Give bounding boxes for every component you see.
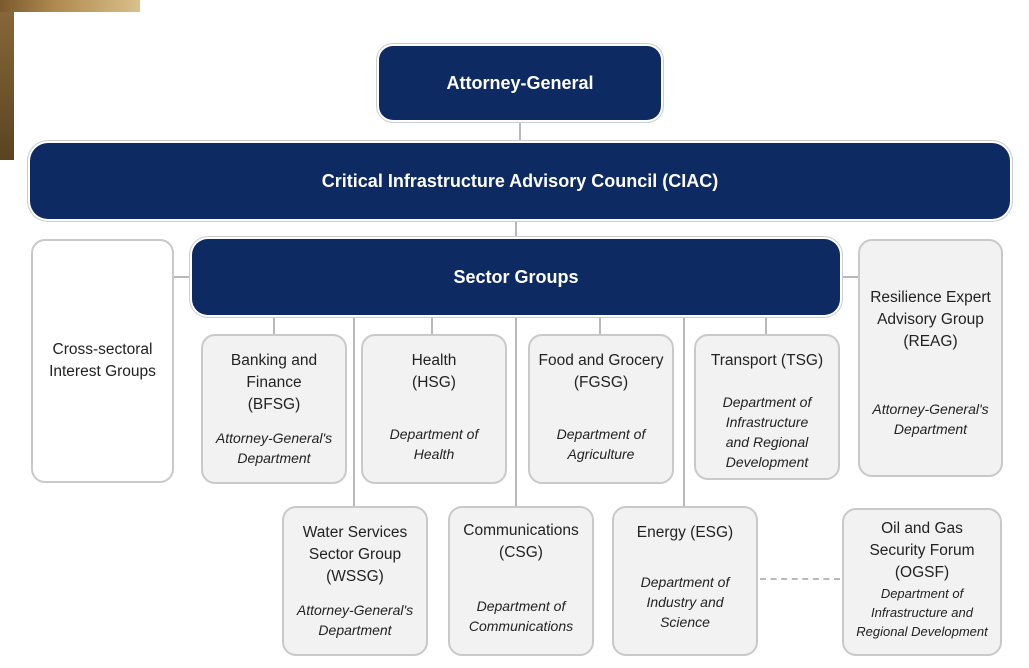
connector-wssg <box>353 316 355 506</box>
csg-box: Communications (CSG) Department of Commu… <box>448 506 594 656</box>
bfsg-box: Banking and Finance (BFSG) Attorney-Gene… <box>201 334 347 484</box>
wssg-box: Water Services Sector Group (WSSG) Attor… <box>282 506 428 656</box>
connector-cross-sector <box>174 276 192 278</box>
connector-bfsg <box>273 316 275 334</box>
reag-box: Resilience Expert Advisory Group (REAG) … <box>858 239 1003 477</box>
attorney-general-node: Attorney-General <box>379 46 661 120</box>
fgsg-dept: Department of Agriculture <box>556 426 646 462</box>
sector-groups-node: Sector Groups <box>192 239 840 315</box>
fgsg-box: Food and Grocery (FGSG) Department of Ag… <box>528 334 674 484</box>
hsg-name: Health (HSG) <box>411 352 457 391</box>
sector-groups-label: Sector Groups <box>453 266 579 287</box>
esg-box: Energy (ESG) Department of Industry and … <box>612 506 758 656</box>
cross-sectoral-box: Cross-sectoral Interest Groups <box>31 239 174 483</box>
attorney-general-label: Attorney-General <box>446 72 594 93</box>
cross-sectoral-label: Cross-sectoral Interest Groups <box>49 341 156 380</box>
esg-name: Energy (ESG) <box>636 524 734 541</box>
esg-dept: Department of Industry and Science <box>640 574 730 630</box>
bfsg-name: Banking and Finance (BFSG) <box>230 352 318 413</box>
connector-hsg <box>431 316 433 334</box>
connector-ag-ciac <box>519 120 521 144</box>
ciac-node: Critical Infrastructure Advisory Council… <box>30 143 1010 219</box>
wssg-dept: Attorney-General's Department <box>296 602 414 638</box>
csg-dept: Department of Communications <box>468 598 574 634</box>
connector-csg <box>515 316 517 506</box>
ogsf-name: Oil and Gas Security Forum (OGSF) <box>869 520 975 581</box>
tsg-name: Transport (TSG) <box>710 352 824 369</box>
ciac-label: Critical Infrastructure Advisory Council… <box>321 170 719 191</box>
tsg-dept: Department of Infrastructure and Regiona… <box>722 394 812 470</box>
csg-name: Communications (CSG) <box>463 522 579 561</box>
ogsf-box: Oil and Gas Security Forum (OGSF) Depart… <box>842 508 1002 656</box>
wssg-name: Water Services Sector Group (WSSG) <box>302 524 408 585</box>
hsg-box: Health (HSG) Department of Health <box>361 334 507 484</box>
background-edge-top <box>0 0 140 12</box>
connector-esg-ogsf-dashed <box>760 578 840 580</box>
connector-tsg <box>765 316 767 334</box>
reag-name: Resilience Expert Advisory Group (REAG) <box>870 289 991 350</box>
fgsg-name: Food and Grocery (FGSG) <box>538 352 664 391</box>
connector-sector-reag <box>840 276 858 278</box>
connector-ciac-sector <box>515 218 517 240</box>
ogsf-dept: Department of Infrastructure and Regiona… <box>856 586 988 639</box>
hsg-dept: Department of Health <box>389 426 479 462</box>
bfsg-dept: Attorney-General's Department <box>215 430 333 466</box>
connector-esg <box>683 316 685 506</box>
reag-dept: Attorney-General's Department <box>872 401 989 437</box>
background-edge <box>0 0 14 160</box>
connector-fgsg <box>599 316 601 334</box>
tsg-box: Transport (TSG) Department of Infrastruc… <box>694 334 840 480</box>
